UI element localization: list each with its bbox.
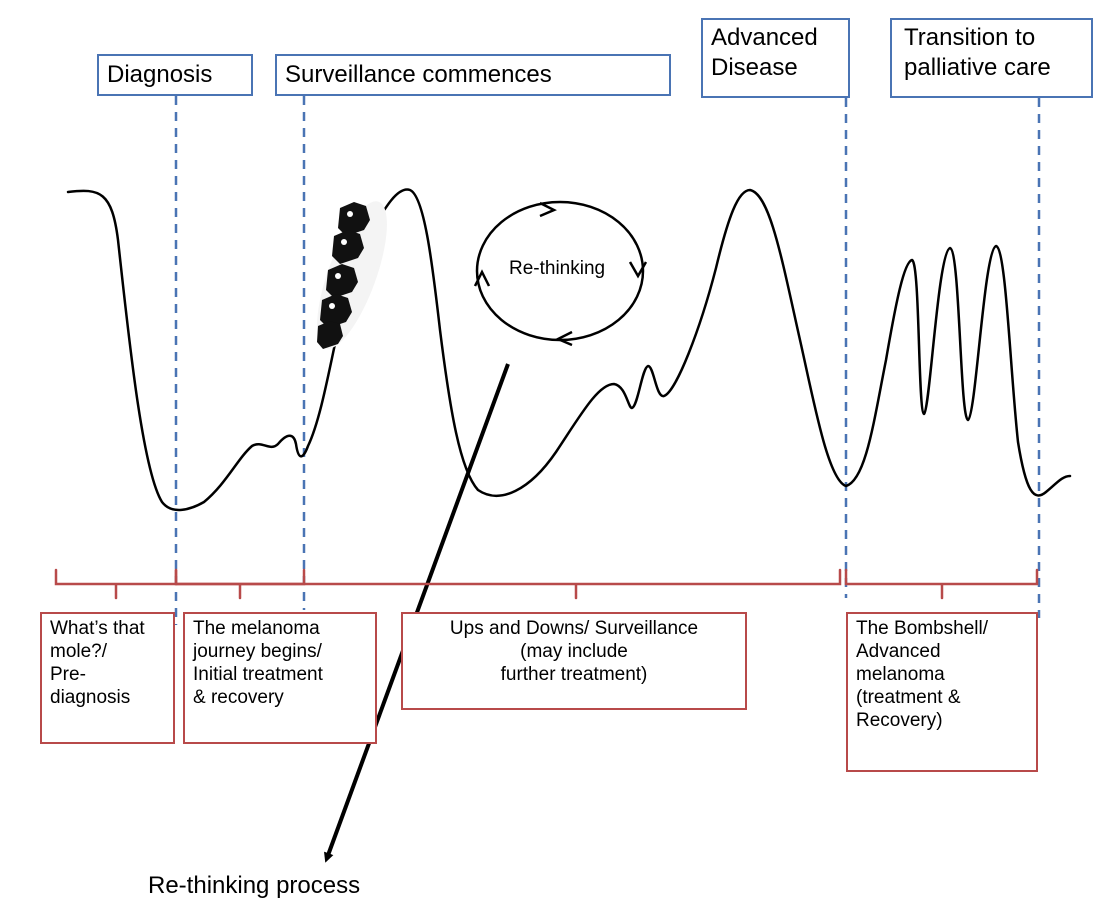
phase-ups-downs: Ups and Downs/ Surveillance (may include… <box>401 612 747 710</box>
cycle-arrow-top-icon <box>539 201 557 218</box>
phase-bombshell-line4: (treatment & <box>856 687 961 708</box>
phase-braces <box>54 568 1039 600</box>
rethinking-process-caption: Re-thinking process <box>148 872 361 899</box>
rethinking-arrow <box>324 363 510 863</box>
milestone-advanced-line2: Disease <box>711 54 798 81</box>
phase-journey-line2: journey begins/ <box>193 641 322 662</box>
phase-bombshell-line3: melanoma <box>856 664 945 685</box>
cycle-arrow-right-icon <box>628 261 648 279</box>
phase-journey-line3: Initial treatment <box>193 664 323 685</box>
brace-ups-downs <box>174 568 842 600</box>
milestone-palliative-line1: Transition to <box>904 24 1036 51</box>
phase-prediagnosis-line2: mole?/ <box>50 641 108 662</box>
phase-bombshell-line2: Advanced <box>856 641 941 662</box>
phase-journey-line4: & recovery <box>193 687 284 708</box>
milestone-advanced-disease: Advanced Disease <box>701 18 850 98</box>
milestone-surveillance-label: Surveillance commences <box>285 61 552 88</box>
phase-bombshell-line5: Recovery) <box>856 710 943 731</box>
brace-prediagnosis <box>54 568 178 600</box>
journey-curve <box>66 188 1072 512</box>
milestone-advanced-line1: Advanced <box>711 24 818 51</box>
phase-prediagnosis: What’s that mole?/ Pre- diagnosis <box>40 612 175 744</box>
phase-prediagnosis-line1: What’s that <box>50 618 145 639</box>
phase-ups-downs-line3: further treatment) <box>500 664 648 685</box>
milestone-palliative: Transition to palliative care <box>890 18 1093 98</box>
milestone-diagnosis: Diagnosis <box>97 54 253 96</box>
milestone-diagnosis-label: Diagnosis <box>107 61 213 88</box>
brace-bombshell <box>844 568 1039 600</box>
phase-prediagnosis-line3: Pre- <box>50 664 86 685</box>
milestone-surveillance: Surveillance commences <box>275 54 671 96</box>
phase-bombshell: The Bombshell/ Advanced melanoma (treatm… <box>846 612 1038 772</box>
cycle-arrow-left-icon <box>473 269 491 287</box>
rollercoaster-cars-icon <box>317 201 387 349</box>
phase-journey-line1: The melanoma <box>193 618 320 639</box>
phase-bombshell-line1: The Bombshell/ <box>856 618 989 639</box>
phase-ups-downs-line2: (may include <box>520 641 628 662</box>
cycle-label: Re-thinking <box>509 258 606 279</box>
phase-prediagnosis-line4: diagnosis <box>50 687 131 708</box>
rethinking-cycle <box>473 200 648 347</box>
milestone-palliative-line2: palliative care <box>904 54 1051 81</box>
cycle-arrow-bottom-icon <box>555 330 573 347</box>
phase-journey: The melanoma journey begins/ Initial tre… <box>183 612 377 744</box>
phase-ups-downs-line1: Ups and Downs/ Surveillance <box>449 618 699 639</box>
